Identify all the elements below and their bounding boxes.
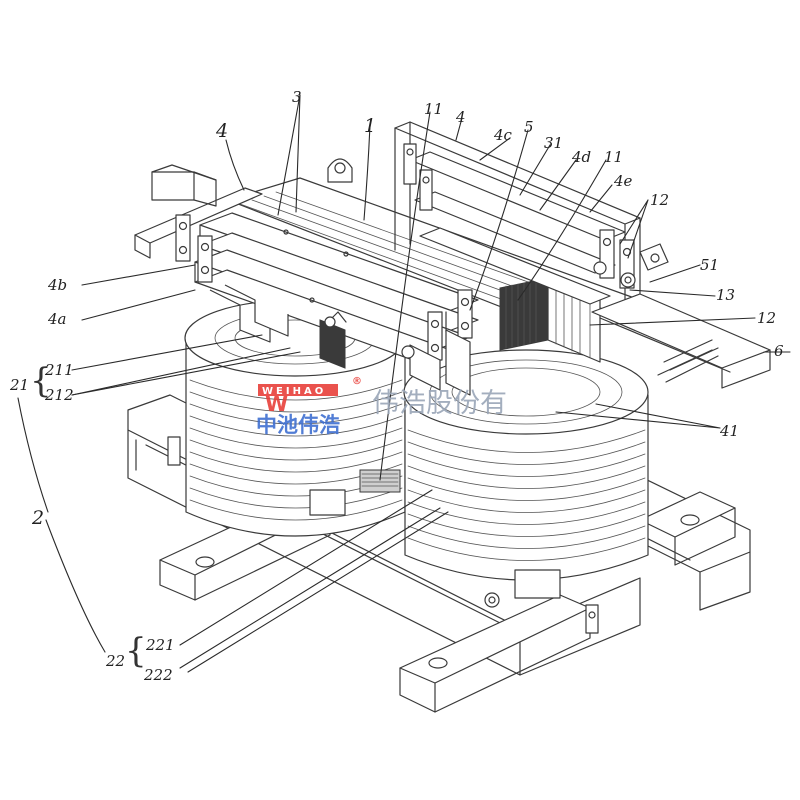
label-41: 41 [719, 422, 739, 440]
brace-22: { [125, 631, 147, 671]
label-22: 22 [105, 652, 125, 670]
label-12-top: 12 [650, 191, 669, 209]
label-4d: 4d [571, 148, 591, 166]
leader-lines [17, 94, 791, 673]
label-4b: 4b [47, 276, 67, 294]
watermark-band [258, 384, 338, 396]
reference-labels: 4 3 1 11 4 4c 5 31 4d 11 4e 12 51 13 12 … [9, 88, 784, 684]
brand-watermark: W WEIHAO ® 中池伟浩 伟浩股份有 [256, 376, 507, 437]
label-4c: 4c [493, 126, 513, 144]
watermark-brand-en: WEIHAO [262, 386, 326, 397]
label-1: 1 [364, 115, 376, 137]
watermark-registered: ® [352, 376, 365, 387]
label-51: 51 [700, 256, 719, 274]
right-coil-winding [403, 349, 649, 599]
label-212: 212 [44, 386, 74, 404]
label-4a: 4a [47, 310, 67, 328]
left-clamp-assembly [134, 164, 479, 396]
label-4-left: 4 [215, 120, 228, 142]
label-6: 6 [774, 342, 784, 360]
brace-21: { [30, 361, 52, 401]
label-211: 211 [44, 361, 74, 379]
watermark-company-text: 伟浩股份有 [372, 388, 507, 419]
label-31: 31 [544, 134, 563, 152]
label-12-mid: 12 [757, 309, 776, 327]
label-221: 221 [145, 636, 175, 654]
label-11-top: 11 [424, 100, 443, 118]
watermark-logo-icon: W [265, 392, 288, 416]
label-222: 222 [143, 666, 173, 684]
label-5: 5 [524, 118, 534, 136]
label-4e: 4e [613, 172, 633, 190]
right-clamp-assembly [327, 121, 771, 389]
label-3: 3 [292, 88, 302, 106]
upper-yoke-core [227, 177, 641, 363]
label-21: 21 [9, 376, 29, 394]
watermark-brand-cn: 中池伟浩 [256, 413, 340, 437]
label-13: 13 [716, 286, 735, 304]
label-4-top: 4 [455, 108, 466, 126]
label-2: 2 [31, 507, 44, 529]
label-11-right: 11 [604, 148, 623, 166]
